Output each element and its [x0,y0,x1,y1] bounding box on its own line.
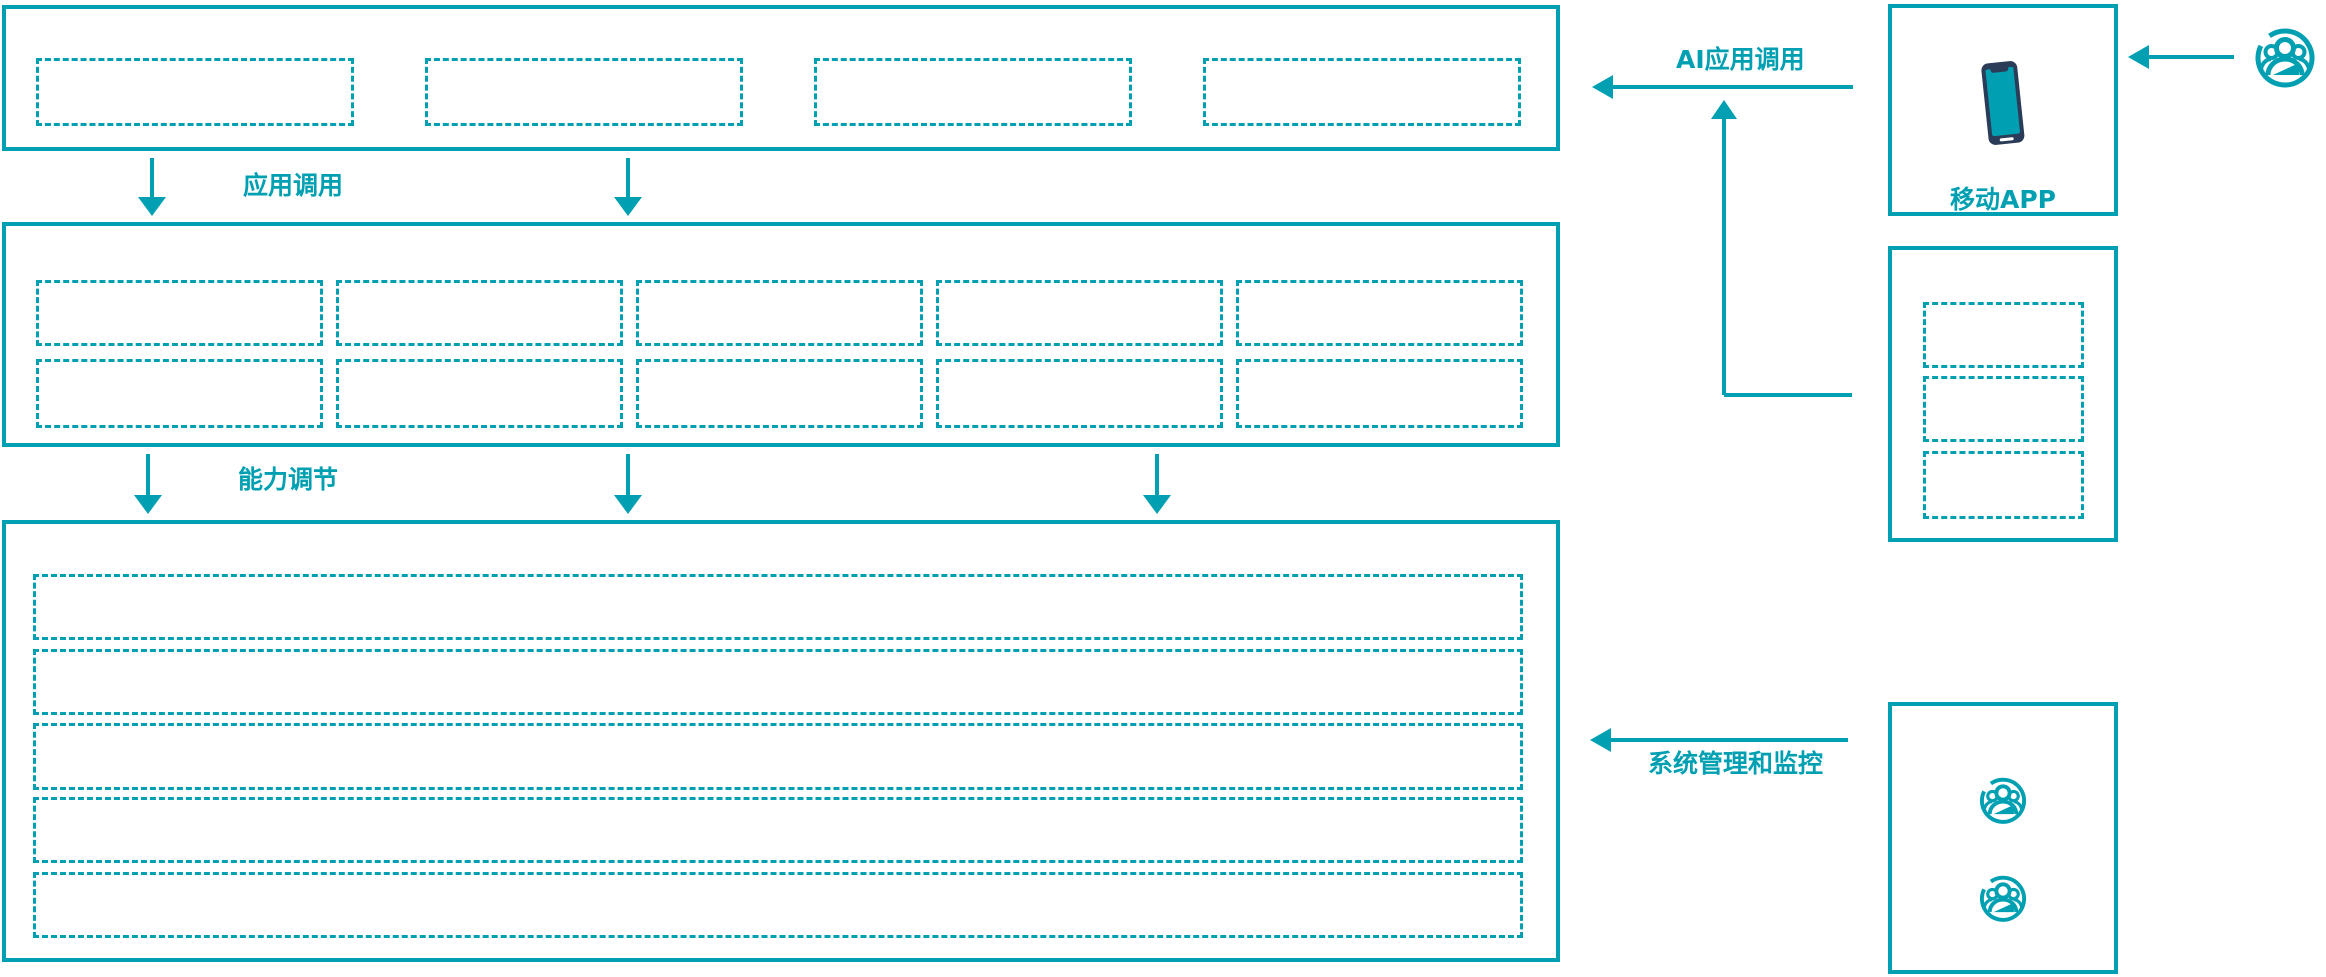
admin-box [1888,702,2118,974]
mobile-app-box: 移动APP [1888,4,2118,216]
platform-layer-row [33,649,1523,715]
flow-arrow-down [1143,454,1171,514]
app-layer-box [2,5,1560,151]
arrow-head-down-icon [614,197,642,216]
flow-arrow-down [614,454,642,514]
users-icon [2255,28,2315,88]
capability-slot [336,359,623,428]
app-slot [36,58,354,126]
capability-slot [636,280,923,346]
app-slot [425,58,743,126]
flow-arrow-down [134,454,162,514]
arrow-head-down-icon [1143,495,1171,514]
arrow-head-left-icon [1592,75,1613,99]
arrow-head-up-icon [1711,100,1737,119]
arrow-shaft [626,158,630,200]
elbow-connector-vertical [1722,118,1726,395]
gateway-slot [1923,376,2084,442]
capability-slot [336,280,623,346]
mobile-app-label: 移动APP [1950,185,2056,214]
platform-layer-box [2,520,1560,962]
capability-slot [936,359,1223,428]
flow-label-ai-app-call: AI应用调用 [1676,45,1805,74]
app-slot [1203,58,1521,126]
flow-label-system-monitor: 系统管理和监控 [1648,749,1824,778]
capability-slot [1236,280,1523,346]
arrow-head-down-icon [614,495,642,514]
users-icon [1979,875,2027,922]
elbow-connector-horizontal [1724,393,1852,397]
arrow-shaft [150,158,154,200]
arrow-head-down-icon [134,495,162,514]
users-icon [1979,777,2027,824]
gateway-box [1888,246,2118,542]
capability-slot [36,359,323,428]
arrow-head-left-icon [1590,728,1611,752]
system-monitor-arrow-line [1608,738,1848,742]
user-to-app-arrow-line [2146,55,2234,59]
arrow-shaft [626,454,630,498]
arrow-shaft [146,454,150,498]
ai-call-arrow-line [1610,85,1853,89]
flow-label-capability-adjust: 能力调节 [238,465,339,494]
gateway-slot [1923,302,2084,368]
capability-slot [636,359,923,428]
arrow-shaft [1155,454,1159,498]
app-slot [814,58,1132,126]
capability-slot [36,280,323,346]
flow-label-app-call: 应用调用 [243,171,344,200]
gateway-slot [1923,451,2084,519]
flow-arrow-down [614,158,642,216]
platform-layer-row [33,574,1523,640]
arrow-head-left-icon [2128,45,2149,69]
smartphone-icon [1981,61,2025,145]
capability-slot [1236,359,1523,428]
arrow-head-down-icon [138,197,166,216]
flow-arrow-down [138,158,166,216]
platform-layer-row [33,797,1523,863]
platform-layer-row [33,872,1523,938]
platform-layer-row [33,723,1523,790]
capability-layer-box [2,222,1560,447]
capability-slot [936,280,1223,346]
